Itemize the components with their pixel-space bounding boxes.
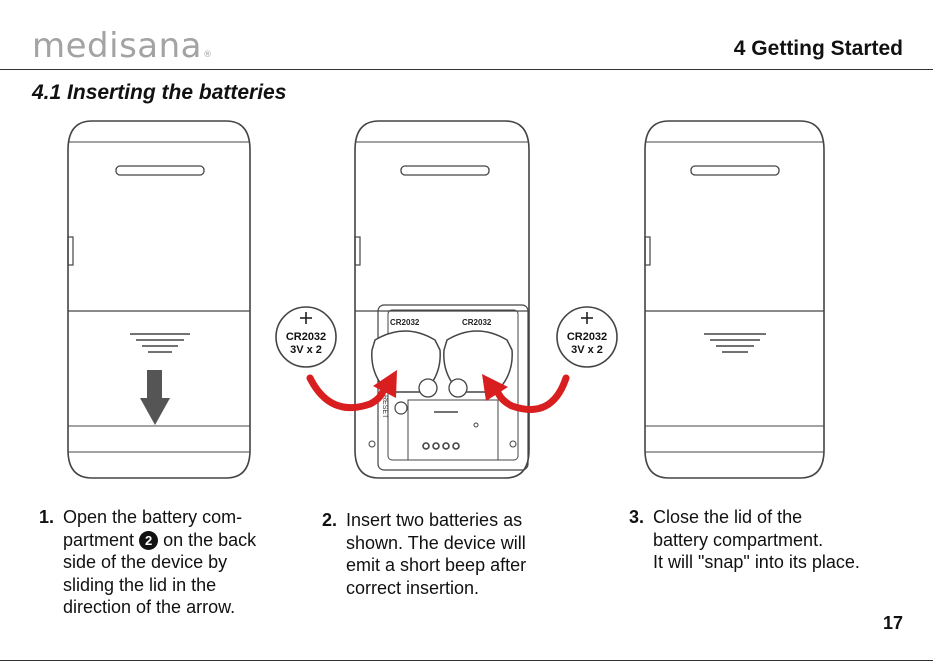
part-number-badge: 2 [139,530,159,550]
header-divider [0,69,933,70]
step-3-number: 3. [629,507,645,527]
brand-logo-text: medisana [32,26,202,66]
slot-label-left: CR2032 [390,318,420,327]
step-1: 1. Open the battery com- partment 2 on t… [39,506,256,619]
step-2-number: 2. [322,510,338,530]
section-title: 4.1 Inserting the batteries [32,81,287,104]
step-2-line-4: correct insertion. [346,577,480,598]
insert-arrow-left-icon [306,370,397,412]
battery-insertion-illustration: CR2032 CR2032 RESET CR2032 3V x 2 CR2032… [67,120,825,479]
step-1-line-1: Open the battery com- [63,507,243,527]
device-closed-with-arrow [67,120,251,479]
step-2-line-2: shown. The device will [346,532,526,553]
step-2-line-1: Insert two batteries as [346,510,523,530]
step-1-line-2-end: on the back [163,529,257,550]
battery-spec-left: 3V x 2 [290,344,322,356]
step-3: 3. Close the lid of the battery compartm… [629,506,860,574]
step-1-line-5: direction of the arrow. [63,597,236,617]
coin-battery-right: CR2032 3V x 2 [556,306,618,368]
step-1-line-4: sliding the lid in the [63,574,217,595]
device-open-compartment [354,120,530,479]
step-1-number: 1. [39,507,55,527]
step-1-line-2-start: partment [63,529,135,550]
device-closed [644,120,825,479]
battery-model-right: CR2032 [567,331,607,343]
brand-logo: medisana® [32,26,213,66]
step-1-line-3: side of the device by [63,552,228,572]
step-2: 2. Insert two batteries as shown. The de… [322,509,527,599]
chapter-title: 4 Getting Started [733,37,903,60]
insert-arrow-right-icon [482,374,570,413]
step-3-line-1: Close the lid of the [653,507,803,527]
step-2-line-3: emit a short beep after [346,555,527,575]
step-3-line-2: battery compartment. [653,529,824,550]
battery-slot-right: CR2032 [443,318,513,398]
slide-down-arrow-icon [140,370,170,425]
page-number: 17 [882,613,903,633]
reset-label: RESET [381,395,388,419]
slot-label-right: CR2032 [462,318,492,327]
footer-divider [0,660,933,661]
battery-spec-right: 3V x 2 [571,344,603,356]
battery-model-left: CR2032 [286,331,326,343]
coin-battery-left: CR2032 3V x 2 [275,306,337,368]
step-1-line-2: partment 2 on the back [63,529,256,552]
registered-mark: ® [203,50,213,60]
step-3-line-3: It will "snap" into its place. [653,552,860,572]
